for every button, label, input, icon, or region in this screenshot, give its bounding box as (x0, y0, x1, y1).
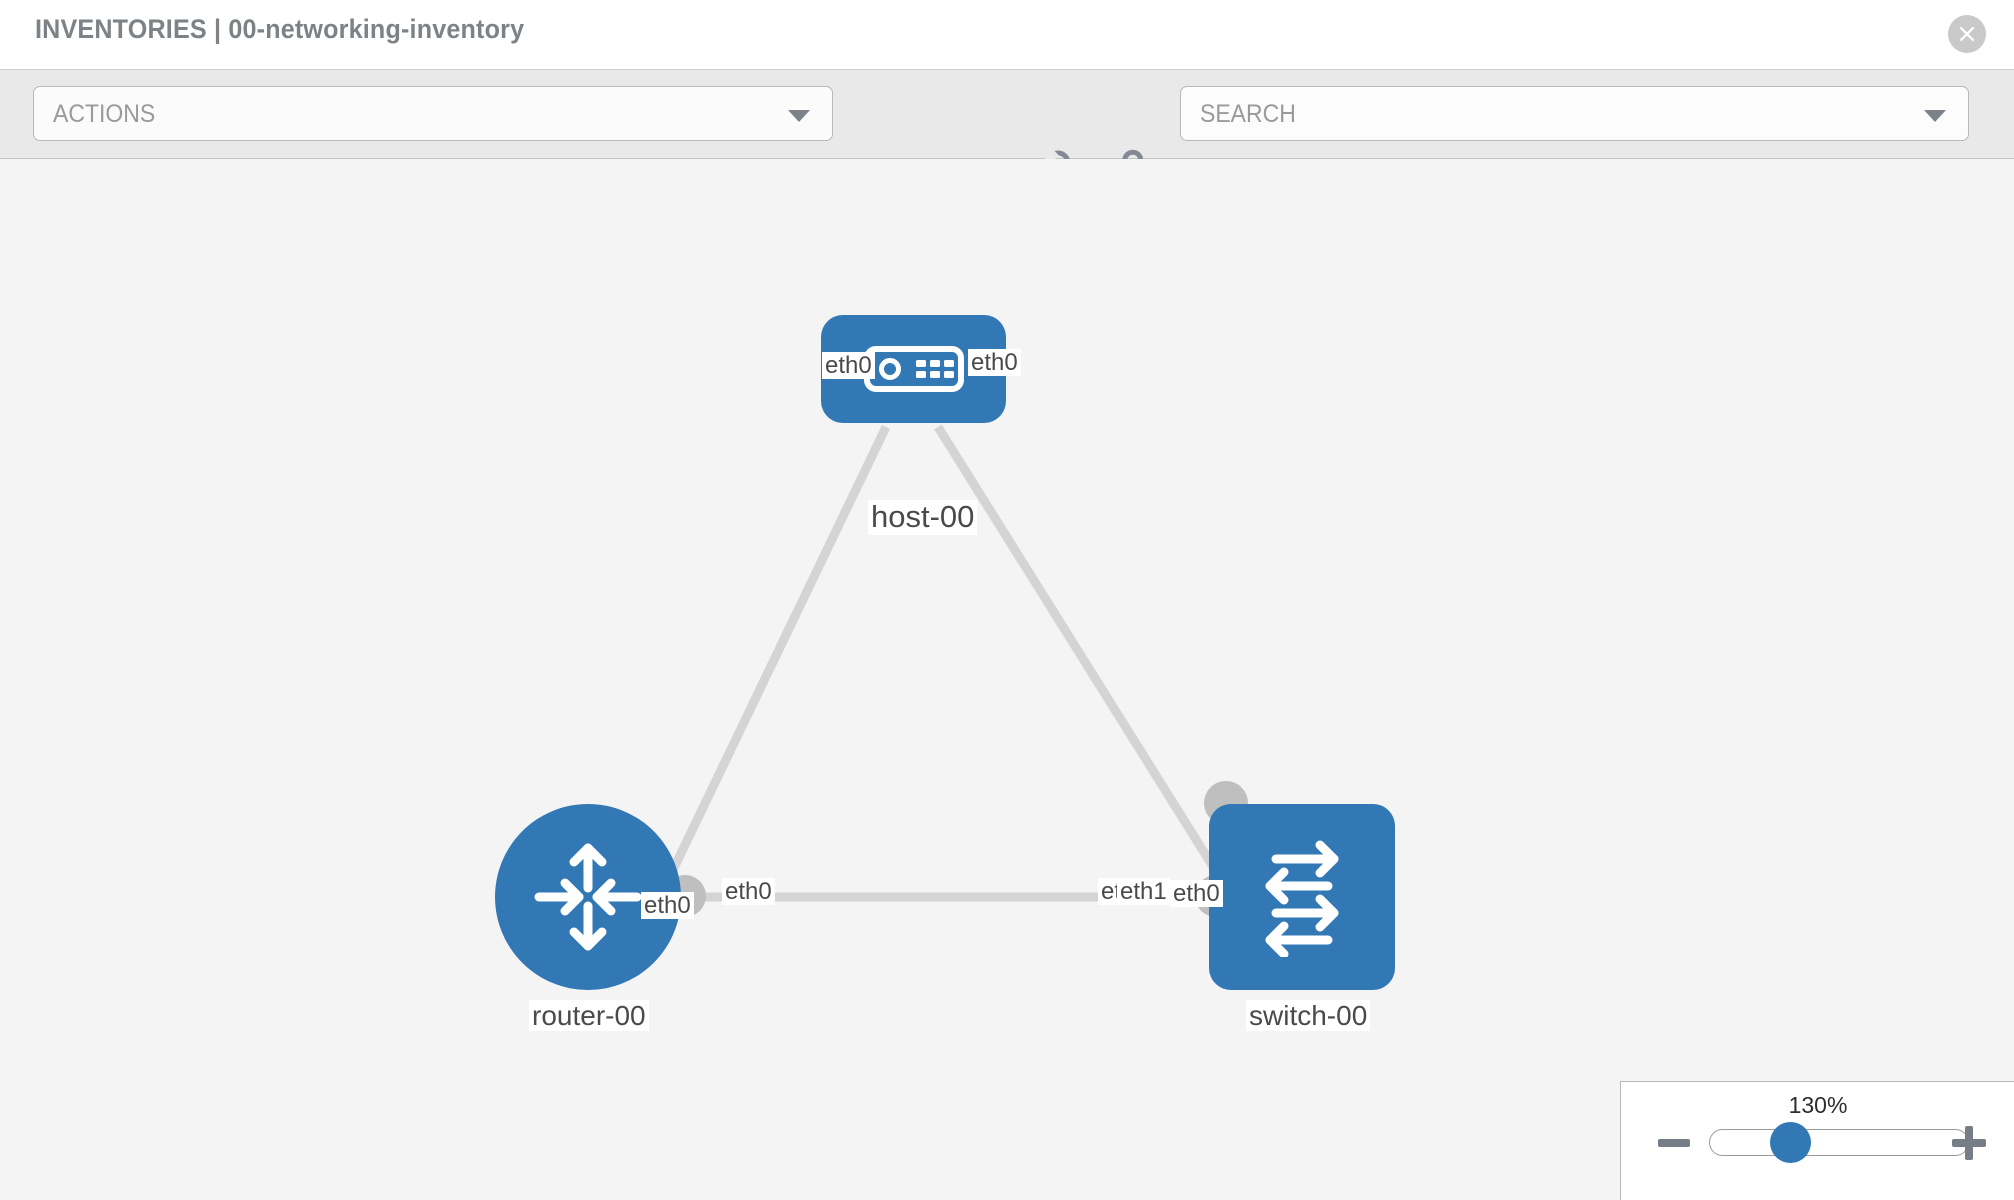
actions-dropdown-label: ACTIONS (53, 100, 156, 128)
zoom-slider-thumb[interactable] (1770, 1122, 1811, 1163)
router-node-label: router-00 (529, 1000, 649, 1032)
zoom-level-value: 130% (1788, 1092, 1848, 1118)
link-label-switch-up: eth0 (1170, 880, 1223, 908)
switch-node-label: switch-00 (1246, 1000, 1371, 1032)
search-input[interactable]: SEARCH (1180, 86, 1969, 141)
link-label-router-up: eth0 (641, 892, 694, 920)
page-header: INVENTORIES | 00-networking-inventory (0, 0, 2014, 69)
link-label-host-left: eth0 (822, 352, 875, 380)
link-host-switch (934, 424, 1236, 900)
close-icon[interactable] (1948, 15, 1986, 53)
search-placeholder: SEARCH (1200, 100, 1296, 128)
zoom-slider[interactable] (1709, 1129, 1969, 1156)
host-node-label: host-00 (868, 500, 978, 535)
page-title: INVENTORIES | 00-networking-inventory (35, 14, 525, 44)
switch-node-shape[interactable] (1209, 804, 1395, 990)
switch-arrows-icon (1265, 840, 1339, 957)
topology-links (655, 424, 1236, 902)
minus-icon[interactable] (1658, 1139, 1690, 1147)
link-host-router (655, 425, 891, 899)
chevron-down-icon (788, 110, 810, 122)
plus-icon[interactable] (1952, 1126, 1986, 1160)
link-label-host-right: eth0 (968, 349, 1021, 377)
toolbar: ACTIONS (0, 69, 2014, 187)
close-x-glyph (1959, 26, 1975, 42)
topology-canvas[interactable]: host-00 (0, 159, 2014, 1200)
server-device-icon (863, 346, 964, 392)
zoom-controls-panel: 130% (1620, 1081, 2014, 1200)
router-arrows-icon (534, 843, 642, 951)
chevron-down-icon (1924, 110, 1946, 122)
link-label-switch-left: eth1 (1117, 878, 1170, 906)
link-label-router-right: eth0 (722, 878, 775, 906)
actions-dropdown[interactable]: ACTIONS (33, 86, 833, 141)
